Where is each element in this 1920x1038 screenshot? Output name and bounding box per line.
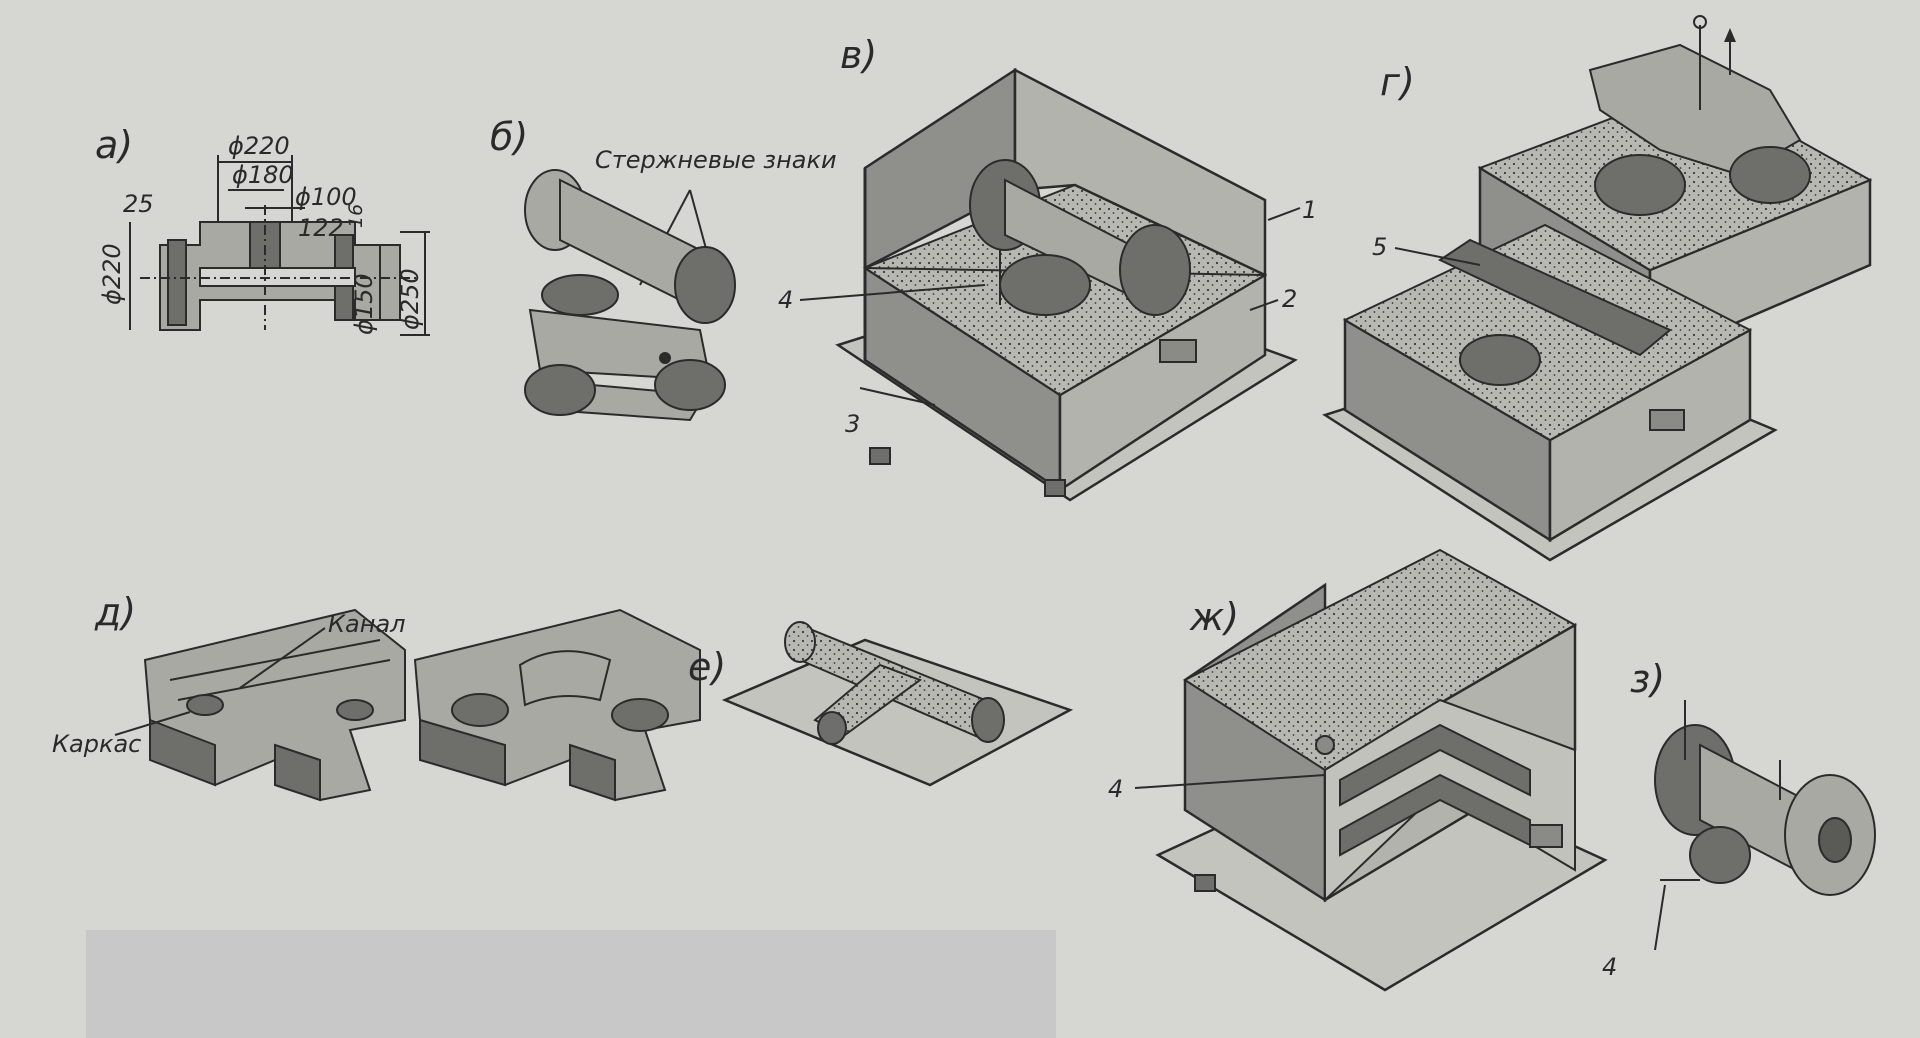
- callout-2: 2: [1282, 285, 1297, 313]
- callout-4-v: 4: [778, 286, 793, 314]
- panel-v-flask-with-pattern: в) 1 2 3 4: [778, 33, 1317, 502]
- panel-d-core-boxes: д) Канал Каркас: [52, 590, 701, 802]
- callout-4-z: 4: [1602, 953, 1617, 981]
- panel-z-casting: з) 4: [1602, 657, 1876, 981]
- dim-d180: ϕ180: [232, 161, 294, 189]
- panel-label-zh: ж): [1189, 595, 1239, 639]
- panel-label-v: в): [840, 33, 877, 77]
- dim-d250: ϕ250: [396, 268, 424, 330]
- callout-3: 3: [845, 410, 860, 438]
- panel-zh-assembled-mold: ж) 4: [1108, 548, 1608, 992]
- panel-label-a: а): [95, 123, 133, 167]
- panel-label-z: з): [1630, 657, 1665, 701]
- dim-16: 16: [345, 204, 367, 228]
- panel-e-core-on-plate: е): [688, 621, 1074, 787]
- dim-d150: ϕ150: [350, 273, 378, 335]
- dim-122: 122: [298, 214, 344, 242]
- dim-d220-left: ϕ220: [98, 243, 126, 305]
- dim-d220-top: ϕ220: [228, 132, 290, 160]
- dim-25: 25: [123, 190, 154, 218]
- panel-label-d: д): [94, 590, 136, 634]
- panel-label-b: б): [490, 115, 528, 159]
- masked-caption-area: [86, 930, 1056, 1038]
- panel-label-g: г): [1380, 60, 1415, 104]
- callout-core-prints: Стержневые знаки: [595, 146, 837, 174]
- callout-channel: Канал: [328, 610, 405, 638]
- panel-b-pattern-pieces: б) Стержневые знаки: [490, 115, 837, 422]
- callout-4-zh: 4: [1108, 775, 1123, 803]
- callout-frame: Каркас: [52, 730, 141, 758]
- dim-d100: ϕ100: [295, 183, 357, 211]
- callout-5: 5: [1372, 233, 1387, 261]
- callout-1: 1: [1302, 196, 1317, 224]
- panel-g-half-molds: г) 5: [1322, 15, 1873, 562]
- panel-label-e: е): [688, 645, 726, 689]
- panel-a-section-drawing: а) ϕ220 ϕ180 ϕ100 25 122 16 ϕ220 ϕ150 ϕ2…: [95, 123, 430, 336]
